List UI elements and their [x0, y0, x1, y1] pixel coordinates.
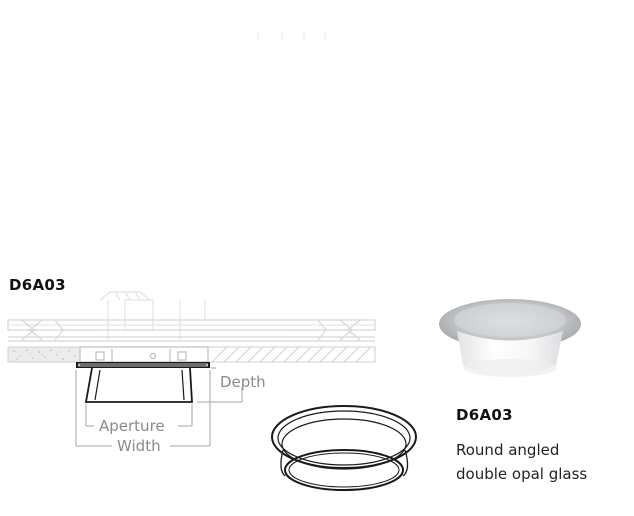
product-code-heading: D6A03 [9, 276, 66, 294]
installation-cross-section-diagram [7, 291, 376, 447]
product-description-line-2: double opal glass [456, 465, 588, 483]
ceiling-section-speckled [7, 346, 81, 363]
width-label: Width [115, 437, 163, 455]
glass-ring-drawing [271, 405, 417, 491]
dimension-lines [75, 367, 243, 447]
mounting-rails [7, 319, 376, 342]
ceiling-section-hatched [207, 346, 376, 363]
faint-top-marks [257, 33, 326, 40]
product-photo [439, 299, 581, 378]
trim-flange [76, 362, 210, 368]
depth-label: Depth [220, 373, 266, 391]
angled-glass-trim [84, 367, 193, 403]
product-description-line-1: Round angled [456, 441, 560, 459]
fixture-body-outline [99, 291, 206, 340]
recessed-housing [79, 346, 209, 363]
aperture-label: Aperture [97, 417, 167, 435]
product-code-caption: D6A03 [456, 406, 513, 424]
